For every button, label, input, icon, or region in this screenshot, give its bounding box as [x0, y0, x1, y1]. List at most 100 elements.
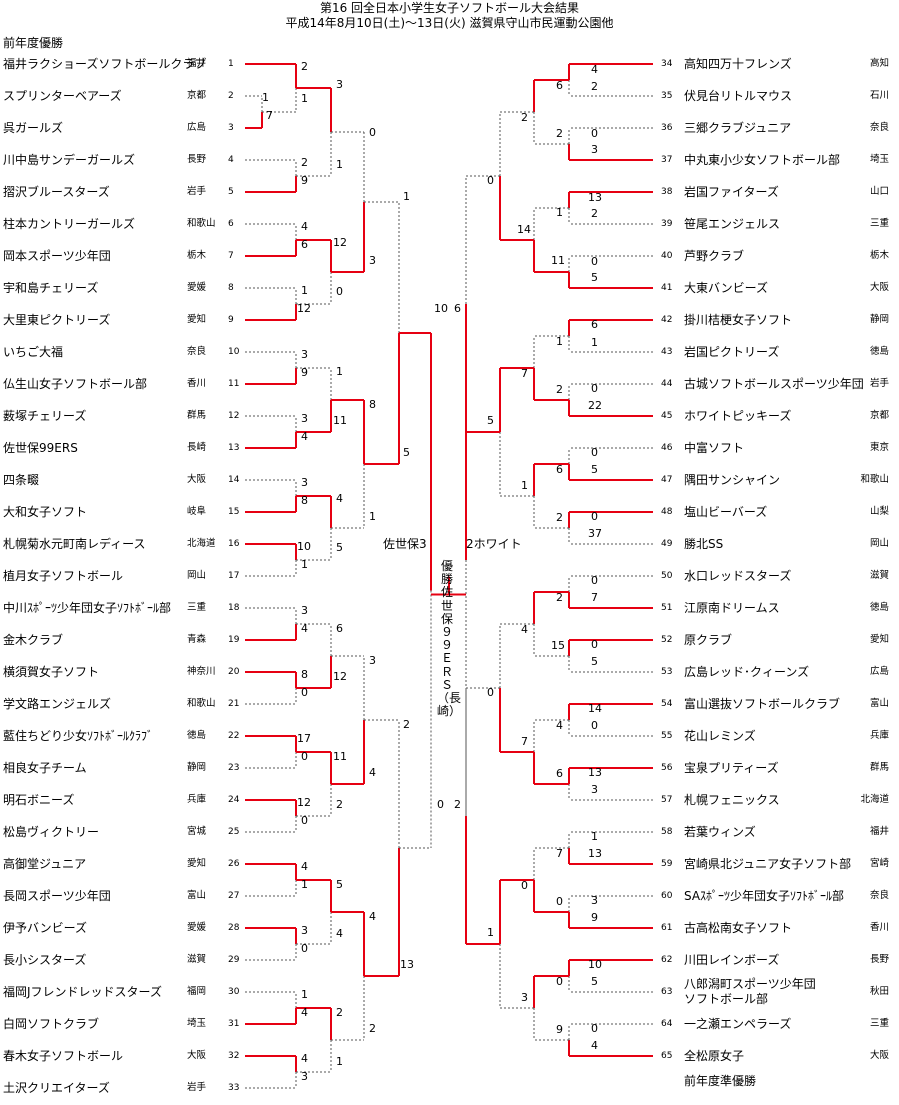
team-prefecture: 愛知 — [187, 858, 207, 869]
team-prefecture: 三重 — [869, 1018, 889, 1029]
team-number: 3 — [228, 123, 234, 133]
team-number: 40 — [661, 251, 673, 261]
team-prefecture: 福岡 — [187, 986, 207, 997]
match-score: 0 — [556, 975, 563, 988]
match-score: 14 — [517, 223, 531, 236]
team-number: 38 — [661, 187, 673, 197]
team-number: 36 — [661, 123, 673, 133]
team-number: 57 — [661, 795, 673, 805]
team-name: 水口レッドスターズ — [684, 569, 792, 583]
match-score: 13 — [588, 766, 602, 779]
team-name: 伏見台リトルマウス — [684, 89, 793, 103]
team-name: 長小シスターズ — [3, 953, 87, 967]
team-prefecture: 埼玉 — [187, 1018, 207, 1029]
match-score: 1 — [301, 558, 308, 571]
team-number: 9 — [228, 315, 234, 325]
match-score: 6 — [556, 79, 563, 92]
team-prefecture: 愛媛 — [187, 922, 207, 933]
match-score: 9 — [301, 366, 308, 379]
match-score: 5 — [591, 655, 598, 668]
team-name: 中丸東小少女ソフトボール部 — [684, 153, 841, 167]
team-prefecture: 和歌山 — [860, 474, 889, 485]
match-score: 1 — [262, 91, 269, 104]
match-score: 0 — [591, 510, 598, 523]
team-number: 51 — [661, 603, 673, 613]
match-score: 14 — [588, 702, 602, 715]
match-score: 4 — [369, 766, 376, 779]
team-name: 中川ｽﾎﾟｰﾂ少年団女子ｿﾌﾄﾎﾞｰﾙ部 — [3, 601, 172, 615]
team-name: 高知四万十フレンズ — [684, 57, 792, 71]
team-number: 29 — [228, 955, 240, 965]
team-name: 広島レッド･クィーンズ — [684, 665, 810, 679]
match-score: 0 — [487, 174, 494, 187]
match-score: 1 — [336, 1055, 343, 1068]
team-number: 27 — [228, 891, 240, 901]
team-prefecture: 福井 — [869, 826, 889, 837]
team-number: 20 — [228, 667, 240, 677]
match-score: 7 — [521, 735, 528, 748]
team-name: 札幌フェニックス — [684, 793, 780, 807]
match-score: 7 — [521, 367, 528, 380]
team-number: 61 — [661, 923, 673, 933]
team-prefecture: 宮城 — [187, 826, 207, 837]
match-score: 8 — [369, 398, 376, 411]
team-name: 福岡Jフレンドレッドスターズ — [3, 985, 162, 999]
team-name: 春木女子ソフトボール — [3, 1049, 124, 1063]
match-score: 0 — [301, 686, 308, 699]
team-number: 1 — [228, 59, 234, 69]
final-left-label: 佐世保3 — [383, 537, 427, 551]
team-name: 八郎潟町スポーツ少年団 — [684, 977, 816, 991]
team-prefecture: 岩手 — [869, 378, 889, 389]
match-score: 2 — [301, 60, 308, 73]
team-name: 仏生山女子ソフトボール部 — [3, 377, 148, 391]
team-prefecture: 岩手 — [187, 186, 207, 197]
team-name: 掛川桔梗女子ソフト — [684, 313, 793, 327]
team-name: 高御堂ジュニア — [3, 857, 87, 871]
team-name: 伊予バンビーズ — [3, 921, 88, 935]
team-number: 33 — [228, 1083, 240, 1093]
match-score: 0 — [437, 798, 444, 811]
match-score: 7 — [266, 109, 273, 122]
match-score: 4 — [369, 910, 376, 923]
team-number: 4 — [228, 155, 234, 165]
match-score: 12 — [333, 236, 347, 249]
team-prefecture: 滋賀 — [869, 570, 889, 581]
match-score: 12 — [333, 670, 347, 683]
team-prefecture: 和歌山 — [187, 218, 216, 229]
team-number: 28 — [228, 923, 240, 933]
team-prefecture: 埼玉 — [869, 154, 889, 165]
match-score: 1 — [301, 92, 308, 105]
match-score: 2 — [403, 718, 410, 731]
team-number: 34 — [661, 59, 673, 69]
team-number: 62 — [661, 955, 673, 965]
champion-text: 優勝 佐世保９９ＥＲＳ（長崎） — [437, 559, 462, 719]
match-score: 6 — [336, 622, 343, 635]
team-prefecture: 青森 — [187, 634, 207, 645]
team-prefecture: 東京 — [869, 442, 889, 453]
team-prefecture: 香川 — [187, 378, 207, 389]
team-name: 薮塚チェリーズ — [3, 409, 87, 423]
match-score: 13 — [588, 847, 602, 860]
team-prefecture: 富山 — [869, 698, 889, 709]
team-name: 川田レインボーズ — [684, 953, 780, 967]
match-score: 8 — [301, 494, 308, 507]
match-score: 2 — [556, 383, 563, 396]
team-prefecture: 北海道 — [860, 794, 889, 805]
match-score: 6 — [454, 302, 461, 315]
match-score: 4 — [301, 220, 308, 233]
team-number: 63 — [661, 987, 673, 997]
match-score: 6 — [556, 767, 563, 780]
team-number: 13 — [228, 443, 240, 453]
team-number: 56 — [661, 763, 673, 773]
team-name: SAｽﾎﾟｰﾂ少年団女子ｿﾌﾄﾎﾞｰﾙ部 — [684, 889, 845, 903]
match-score: 7 — [556, 847, 563, 860]
match-score: 5 — [336, 541, 343, 554]
team-prefecture: 群馬 — [187, 410, 207, 421]
match-score: 1 — [556, 335, 563, 348]
team-prefecture: 神奈川 — [187, 666, 216, 677]
team-name: 大和女子ソフト — [3, 505, 88, 519]
match-score: 6 — [556, 463, 563, 476]
match-score: 3 — [301, 1070, 308, 1083]
team-prefecture: 大阪 — [869, 1050, 889, 1061]
team-number: 22 — [228, 731, 240, 741]
